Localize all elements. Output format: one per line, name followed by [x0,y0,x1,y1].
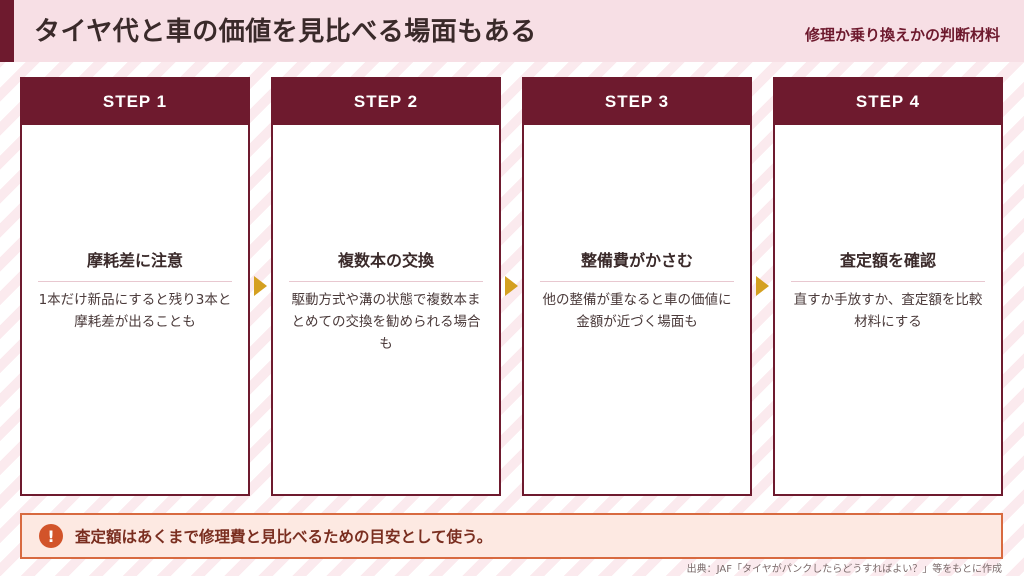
arrow-right-icon [254,276,267,296]
step-label: STEP 4 [775,79,1001,125]
step-description: 駆動方式や溝の状態で複数本まとめての交換を勧められる場合も [291,292,481,352]
step-description: 他の整備が重なると車の価値に金額が近づく場面も [542,292,732,330]
step-description: 1本だけ新品にすると残り3本と摩耗差が出ることも [38,292,232,330]
step-card-3: STEP 3 整備費がかさむ 他の整備が重なると車の価値に金額が近づく場面も [522,77,752,496]
step-label: STEP 3 [524,79,750,125]
step-label: STEP 2 [273,79,499,125]
step-description: 直すか手放すか、査定額を比較材料にする [793,292,983,330]
step-card-4: STEP 4 査定額を確認 直すか手放すか、査定額を比較材料にする [773,77,1003,496]
step-card-1: STEP 1 摩耗差に注意 1本だけ新品にすると残り3本と摩耗差が出ることも [20,77,250,496]
source-citation: 出典：JAF「タイヤがパンクしたらどうすればよい？」等をもとに作成 [686,564,1002,575]
note-text: 査定額はあくまで修理費と見比べるための目安として使う。 [75,528,493,546]
page-subtitle: 修理か乗り換えかの判断材料 [804,26,1000,44]
step-label: STEP 1 [22,79,248,125]
step-title: 複数本の交換 [289,247,483,282]
arrow-right-icon [505,276,518,296]
header-bar: タイヤ代と車の価値を見比べる場面もある 修理か乗り換えかの判断材料 [0,0,1024,62]
header-accent-bar [0,0,14,62]
exclamation-icon: ! [39,524,63,548]
step-title: 整備費がかさむ [540,247,734,282]
step-card-2: STEP 2 複数本の交換 駆動方式や溝の状態で複数本まとめての交換を勧められる… [271,77,501,496]
note-box: ! 査定額はあくまで修理費と見比べるための目安として使う。 [20,513,1003,559]
page-title: タイヤ代と車の価値を見比べる場面もある [34,17,537,47]
step-title: 摩耗差に注意 [38,247,232,282]
step-title: 査定額を確認 [791,247,985,282]
arrow-right-icon [756,276,769,296]
